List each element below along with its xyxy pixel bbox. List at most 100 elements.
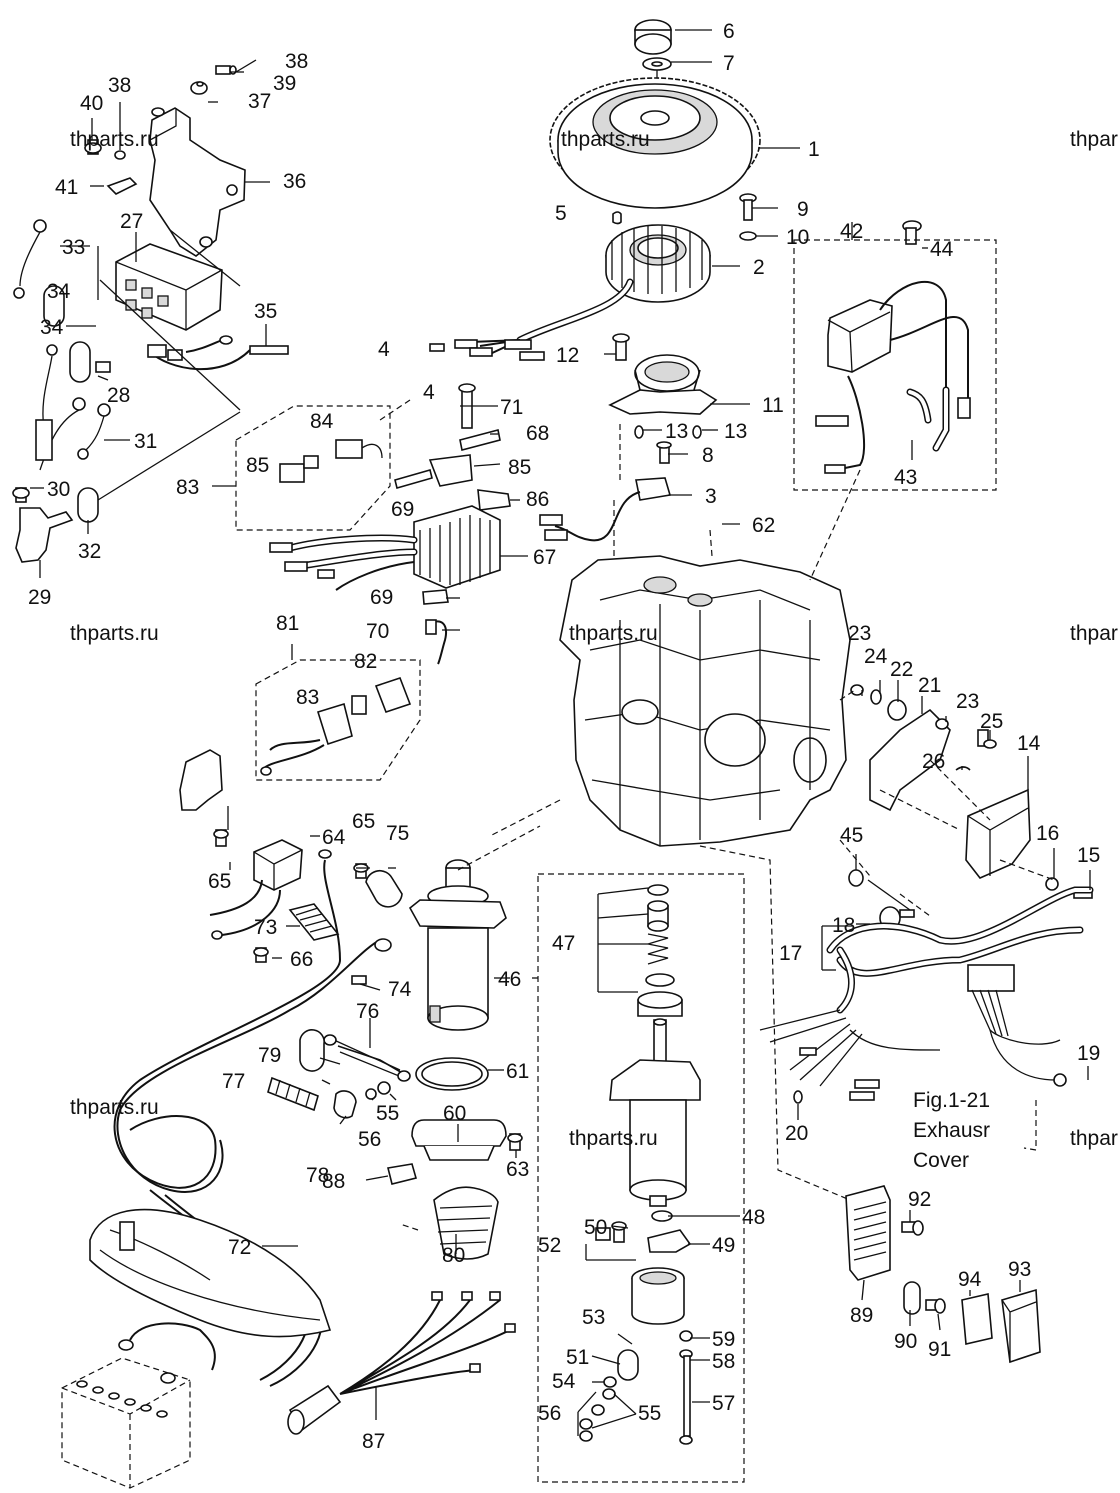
part-label: 61	[506, 1060, 529, 1083]
part-label: 32	[78, 540, 101, 563]
part-label: 67	[533, 546, 556, 569]
part-label: 54	[552, 1370, 576, 1393]
part-label: 45	[840, 824, 863, 847]
part-label: 19	[1077, 1042, 1100, 1065]
part-label: 38	[285, 50, 308, 73]
part-label: 64	[322, 826, 346, 849]
part-label: 83	[176, 476, 199, 499]
part-label: 73	[254, 916, 277, 939]
note-line-3: Cover	[913, 1149, 969, 1172]
part-label: 88	[322, 1170, 345, 1193]
watermark: thpar	[1070, 622, 1118, 645]
part-label: 58	[712, 1350, 735, 1373]
part-label: 83	[296, 686, 319, 709]
part-label: 65	[352, 810, 375, 833]
part-label: 55	[638, 1402, 661, 1425]
part-label: 56	[358, 1128, 381, 1151]
part-label: 33	[62, 236, 85, 259]
part-label: 94	[958, 1268, 982, 1291]
part-label: 48	[742, 1206, 765, 1229]
part-label: 86	[526, 488, 549, 511]
part-label: 69	[391, 498, 414, 521]
leader-lines	[30, 29, 1091, 1436]
part-label: 34	[40, 316, 64, 339]
part-label: 43	[894, 466, 917, 489]
part-label: 72	[228, 1236, 251, 1259]
engine-block	[559, 555, 851, 847]
watermark: thparts.ru	[561, 128, 650, 151]
starter-exploded	[579, 884, 701, 1445]
part-label: 13	[724, 420, 747, 443]
part-number-labels: 1 2 3 4 4 5 6 7 8 9 10 11 12 13 13 14 15…	[28, 20, 1100, 1453]
pulser-coil	[539, 441, 672, 542]
part-label: 34	[47, 280, 71, 303]
watermark: thpar	[1070, 128, 1118, 151]
terminal-block	[12, 219, 289, 563]
part-label: 85	[246, 454, 269, 477]
part-label: 27	[120, 210, 143, 233]
part-label: 6	[723, 20, 735, 43]
part-label: 69	[370, 586, 393, 609]
part-label: 35	[254, 300, 277, 323]
part-label: 4	[378, 338, 390, 361]
part-label: 41	[55, 176, 78, 199]
watermark-layer: thparts.ru thparts.ru thparts.ru thparts…	[70, 128, 1118, 1150]
wire-harness	[759, 869, 1094, 1104]
part-label: 25	[980, 710, 1003, 733]
part-label: 49	[712, 1234, 735, 1257]
part-label: 4	[423, 381, 435, 404]
part-label: 36	[283, 170, 306, 193]
pulser-bracket	[608, 333, 718, 439]
part-label: 10	[786, 226, 809, 249]
part-label: 13	[665, 420, 688, 443]
part-label: 56	[538, 1402, 561, 1425]
part-label: 44	[930, 238, 954, 261]
watermark: thparts.ru	[70, 1096, 159, 1119]
part-label: 60	[443, 1102, 466, 1125]
watermark: thparts.ru	[70, 622, 159, 645]
part-label: 91	[928, 1338, 951, 1361]
part-label: 75	[386, 822, 409, 845]
harness-88	[287, 1291, 516, 1435]
part-label: 78	[306, 1164, 329, 1187]
part-label: 18	[832, 914, 855, 937]
part-label: 15	[1077, 844, 1100, 867]
part-label: 28	[107, 384, 130, 407]
part-label: 9	[797, 198, 809, 221]
part-label: 23	[956, 690, 979, 713]
part-label: 52	[538, 1234, 561, 1257]
part-label: 1	[808, 138, 820, 161]
part-label: 39	[273, 72, 296, 95]
part-label: 26	[922, 750, 945, 773]
part-label: 21	[918, 674, 941, 697]
regulator-group	[269, 383, 511, 665]
note-line-2: Exhausr	[913, 1119, 990, 1142]
part-label: 2	[753, 256, 765, 279]
part-label: 7	[723, 52, 735, 75]
part-label: 84	[310, 410, 334, 433]
part-label: 46	[498, 968, 521, 991]
ignition-coil	[815, 220, 971, 474]
watermark: thpar	[1070, 1127, 1118, 1150]
part-label: 92	[908, 1188, 931, 1211]
part-label: 8	[702, 444, 714, 467]
part-label: 82	[354, 650, 377, 673]
relay-group	[260, 676, 412, 776]
part-label: 31	[134, 430, 157, 453]
part-label: 47	[552, 932, 575, 955]
part-label: 65	[208, 870, 231, 893]
part-label: 5	[555, 202, 567, 225]
part-label: 79	[258, 1044, 281, 1067]
part-label: 93	[1008, 1258, 1031, 1281]
part-label: 24	[864, 645, 888, 668]
part-label: 81	[276, 612, 299, 635]
relay-64	[179, 749, 403, 963]
watermark: thparts.ru	[569, 622, 658, 645]
part-label: 59	[712, 1328, 735, 1351]
part-label: 42	[840, 220, 863, 243]
figure-note: Fig.1-21 Exhausr Cover	[913, 1089, 990, 1172]
part-label: 40	[80, 92, 103, 115]
part-label: 23	[848, 622, 871, 645]
part-label: 71	[500, 396, 523, 419]
part-label: 85	[508, 456, 531, 479]
